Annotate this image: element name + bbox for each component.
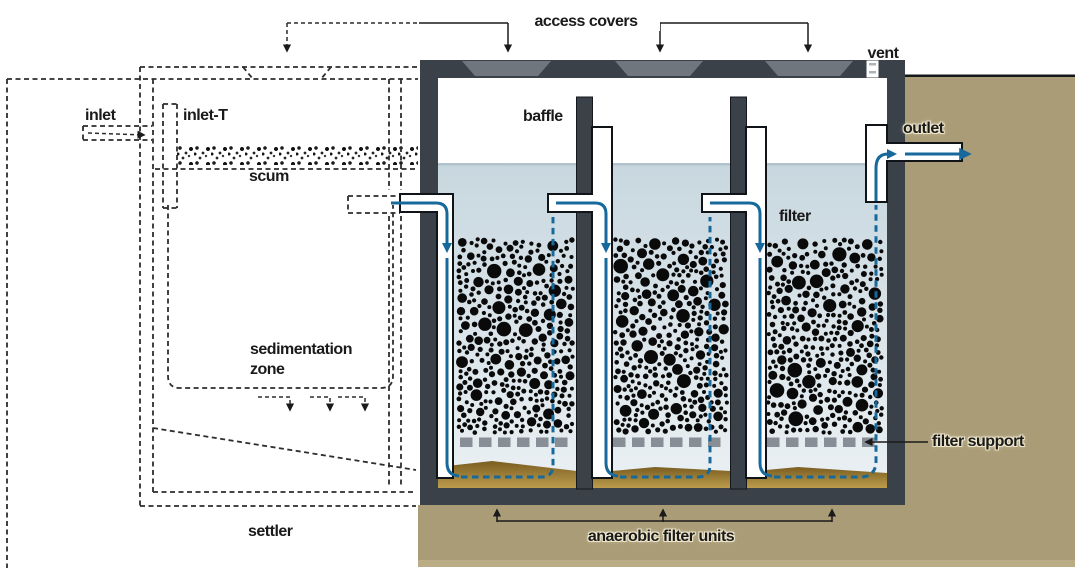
annotation-lines <box>419 22 928 522</box>
inlet-flow-arrow <box>87 130 146 139</box>
settler-outlet-pipe-ghost <box>347 195 400 214</box>
filter-support-label: filter support <box>932 433 1024 450</box>
inlet-pipe-ghost <box>82 125 152 141</box>
sludge-layers <box>438 461 887 488</box>
flow-down-arrow <box>556 201 612 254</box>
sedimentation-zone-outline <box>167 205 394 389</box>
settler-sloped-floor <box>152 427 417 471</box>
access-cover <box>615 61 703 76</box>
sedimentation-zone-label-line2: zone <box>250 361 285 378</box>
flow-upflow-dashed <box>774 205 878 479</box>
baffle-wall <box>576 96 593 490</box>
scum-label: scum <box>249 168 289 185</box>
settling-arrow <box>310 396 335 412</box>
flow-upflow-dashed <box>461 217 555 479</box>
tank-structure <box>420 60 905 505</box>
settling-arrow <box>338 396 370 412</box>
settler-cover-ghost <box>242 66 332 80</box>
outlet-turn-arrow <box>874 148 898 201</box>
access-covers-label: access covers <box>512 13 660 31</box>
flow-path <box>391 147 972 479</box>
soil-backfill <box>418 74 1075 567</box>
settler-label: settler <box>248 523 293 540</box>
outlet-label: outlet <box>903 120 944 137</box>
filter-label: filter <box>779 208 811 225</box>
baffle-label: baffle <box>523 108 563 125</box>
settler-right-wall <box>388 79 402 488</box>
baffle-downpipe <box>547 126 613 479</box>
access-cover <box>765 61 853 76</box>
flow-down-arrow <box>710 201 766 254</box>
bottom-slab <box>420 488 905 505</box>
water-line <box>438 163 887 166</box>
inlet-downpipe <box>399 193 454 479</box>
pipes <box>399 124 963 479</box>
flow-down-arrow <box>391 201 453 254</box>
flow-upflow-dashed <box>620 217 712 479</box>
settling-arrow <box>258 396 295 412</box>
sedimentation-zone-label-line1: sedimentation <box>250 341 352 358</box>
scum-layer-texture <box>177 145 418 165</box>
right-wall <box>887 60 905 505</box>
baffle-wall <box>730 96 747 490</box>
settler-ghost-outline <box>6 22 419 568</box>
inlet-t-label: inlet-T <box>183 107 228 124</box>
vent-label: vent <box>867 45 899 62</box>
outlet-pipe <box>865 124 963 203</box>
ground-surface-line <box>905 74 1075 77</box>
baffle-downpipe <box>701 126 767 479</box>
left-wall <box>420 60 438 505</box>
anaerobic-filter-units-label: anaerobic filter units <box>587 528 735 545</box>
filter-support-blocks <box>441 437 875 447</box>
inlet-label: inlet <box>85 107 116 124</box>
access-cover <box>462 61 551 76</box>
inlet-t-pipe-ghost <box>162 103 178 209</box>
